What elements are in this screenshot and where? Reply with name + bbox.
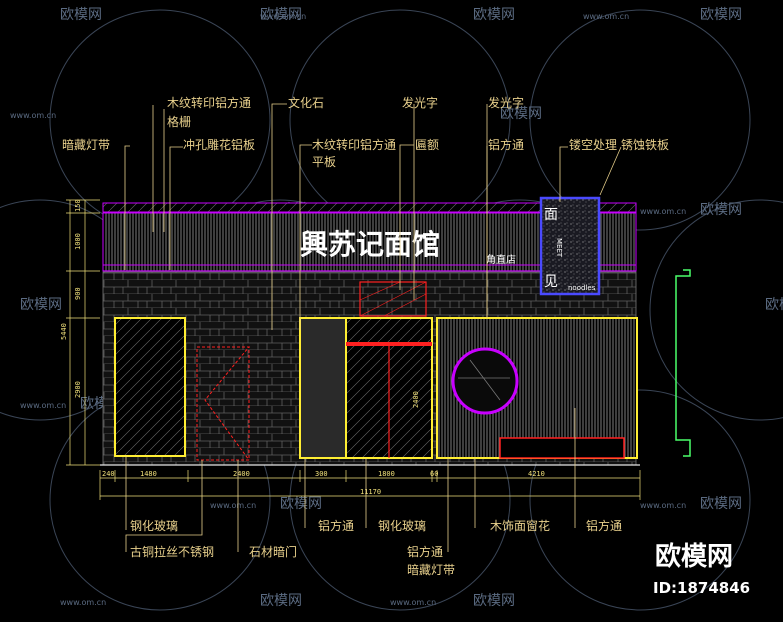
watermark-text: 欧模网 bbox=[260, 593, 302, 609]
watermark-site: www.om.cn bbox=[20, 401, 66, 410]
callout-label-bottom: 古铜拉丝不锈钢 bbox=[130, 544, 214, 559]
callout-label-bottom: 钢化玻璃 bbox=[130, 519, 178, 533]
watermark-text: 欧模网 bbox=[700, 202, 742, 218]
left-dimensions bbox=[66, 199, 100, 466]
watermark-text: 欧模网 bbox=[473, 7, 515, 23]
watermark-site: www.om.cn bbox=[210, 501, 256, 510]
brand-id: ID:1874846 bbox=[653, 579, 750, 597]
meet-panel bbox=[539, 196, 601, 296]
callout-label-top: 格栅 bbox=[167, 114, 191, 129]
facade-elevation: 面 MEET 见 noodles 興苏记面馆 角直店 bbox=[100, 196, 691, 466]
dimension-bottom-value: 300 bbox=[315, 470, 328, 478]
dimension-left-value: 2900 bbox=[74, 381, 82, 398]
watermark-text: 欧模网 bbox=[60, 7, 102, 23]
watermark-site: www.om.cn bbox=[640, 501, 686, 510]
dimension-left-value: 1000 bbox=[74, 233, 82, 250]
callout-label-top: 镂空处理 bbox=[569, 138, 617, 152]
side-profile bbox=[675, 269, 691, 457]
callout-label-top: 锈蚀铁板 bbox=[621, 138, 669, 152]
callout-label-top: 铝方通 bbox=[488, 137, 524, 152]
callout-label-bottom: 钢化玻璃 bbox=[378, 519, 426, 533]
panel-tag: noodles bbox=[568, 284, 596, 292]
callout-label-top: 匾额 bbox=[415, 138, 439, 152]
dimension-bottom-value: 1800 bbox=[378, 470, 395, 478]
watermark-text: 欧模网 bbox=[700, 7, 742, 23]
callout-label-bottom: 木饰面窗花 bbox=[490, 518, 550, 533]
watermark-text: 欧模网 bbox=[500, 106, 542, 122]
left-dimension-values: 150 1000 900 2900 5440 bbox=[60, 199, 82, 398]
watermark-site: www.om.cn bbox=[583, 12, 629, 21]
round-window bbox=[451, 347, 519, 415]
panel-top-char: 面 bbox=[544, 207, 558, 223]
dimension-bottom-value: 4210 bbox=[528, 470, 545, 478]
callout-label-bottom: 石材暗门 bbox=[249, 544, 297, 559]
watermark-text: 欧模网 bbox=[260, 7, 302, 23]
watermark-text: 欧模网 bbox=[20, 297, 62, 313]
watermark-text: 欧模网 bbox=[700, 496, 742, 512]
canopy-band bbox=[102, 202, 637, 213]
brand-name: 欧模网 bbox=[655, 541, 733, 572]
left-glass-panel bbox=[114, 317, 186, 457]
callout-label-bottom: 铝方通 bbox=[586, 518, 622, 533]
dimension-bottom-value: 2400 bbox=[233, 470, 250, 478]
callout-label-top: 平板 bbox=[312, 155, 336, 169]
dimension-left-value: 900 bbox=[74, 287, 82, 300]
watermark-site: www.om.cn bbox=[390, 598, 436, 607]
callout-label-top: 冲孔雕花铝板 bbox=[183, 137, 255, 152]
watermark-text: 欧模网 bbox=[473, 593, 515, 609]
leader-lines-bottom bbox=[125, 408, 576, 552]
bottom-dimension-values: 240 1480 2400 300 1800 60 4210 bbox=[102, 470, 545, 478]
panel-vertical-text: MEET bbox=[555, 238, 563, 258]
panel-bottom-char: 见 bbox=[544, 274, 558, 290]
center-left-slats bbox=[299, 317, 347, 459]
callout-labels-top: 木纹转印铝方通格栅暗藏灯带冲孔雕花铝板文化石木纹转印铝方通平板匾额发光字发光字铝… bbox=[62, 95, 669, 169]
callout-label-top: 暗藏灯带 bbox=[62, 137, 110, 152]
brand-mark: 欧模网 ID:1874846 bbox=[653, 541, 750, 597]
leader-lines-top bbox=[124, 103, 622, 330]
watermark-site: www.om.cn bbox=[60, 598, 106, 607]
watermark-site: www.om.cn bbox=[260, 12, 306, 21]
watermark-texts: 欧模网欧模网欧模网欧模网欧模网欧模网欧模网欧模网欧模网欧模网欧模网欧模网欧模网欧… bbox=[10, 7, 783, 609]
callout-label-top: 发光字 bbox=[402, 95, 438, 110]
watermark-site: www.om.cn bbox=[10, 111, 56, 120]
door-plaque bbox=[359, 281, 427, 317]
callout-label-bottom: 铝方通 bbox=[407, 544, 443, 559]
watermark-text: 欧模网 bbox=[280, 496, 322, 512]
callout-labels-bottom: 钢化玻璃古铜拉丝不锈钢石材暗门铝方通钢化玻璃铝方通暗藏灯带木饰面窗花铝方通 bbox=[130, 518, 622, 577]
callout-label-bottom: 暗藏灯带 bbox=[407, 562, 455, 577]
dimension-total: 11170 bbox=[360, 488, 381, 496]
bottom-dimensions bbox=[99, 470, 641, 500]
watermark-site: www.om.cn bbox=[640, 207, 686, 216]
dimension-bottom-value: 60 bbox=[430, 470, 438, 478]
dimension-left-value: 150 bbox=[74, 199, 82, 212]
dimension-door-height: 2400 bbox=[412, 391, 420, 408]
dimension-bottom-value: 1480 bbox=[140, 470, 157, 478]
dimension-bottom-value: 240 bbox=[102, 470, 115, 478]
callout-label-top: 发光字 bbox=[488, 95, 524, 110]
callout-label-top: 木纹转印铝方通 bbox=[167, 95, 251, 110]
callout-label-top: 木纹转印铝方通 bbox=[312, 137, 396, 152]
callout-label-top: 文化石 bbox=[288, 95, 324, 110]
watermark-text: 欧模网 bbox=[765, 297, 783, 313]
low-ledge bbox=[499, 437, 625, 459]
callout-label-bottom: 铝方通 bbox=[318, 518, 354, 533]
dimension-left-value: 5440 bbox=[60, 323, 68, 340]
shop-sign: 興苏记面馆 bbox=[300, 228, 440, 261]
shop-branch: 角直店 bbox=[486, 253, 516, 266]
